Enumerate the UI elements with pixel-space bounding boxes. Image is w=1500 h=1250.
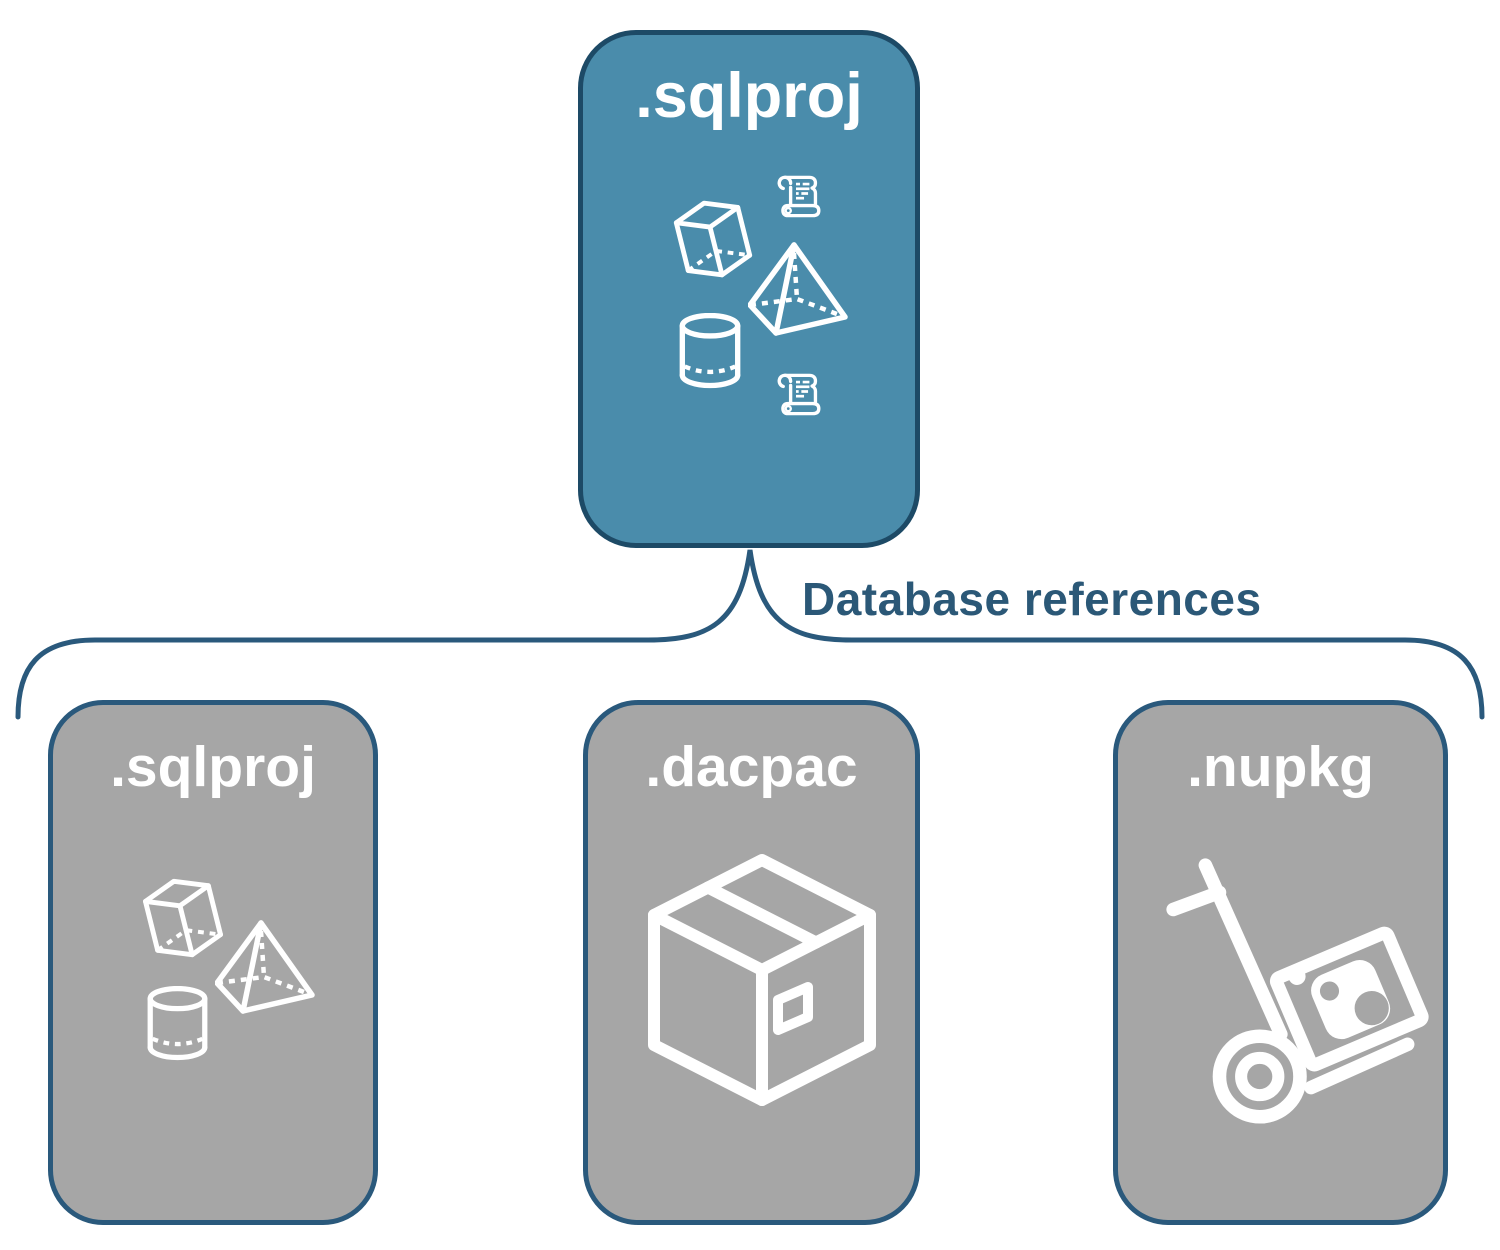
- script-scroll-icon: [771, 368, 825, 419]
- node-title: .sqlproj: [635, 61, 863, 131]
- database-cylinder-icon: [144, 986, 211, 1061]
- package-box-icon: [642, 848, 882, 1123]
- hand-truck-nuget-package-icon: [1143, 843, 1465, 1145]
- cube-icon: [669, 193, 757, 285]
- node-root-sqlproj: .sqlproj: [578, 30, 920, 548]
- node-child-sqlproj: .sqlproj: [48, 700, 378, 1225]
- node-title: .dacpac: [645, 735, 858, 799]
- database-cylinder-icon: [676, 313, 744, 389]
- pyramid-icon: [215, 919, 315, 1015]
- connector-label: Database references: [802, 573, 1262, 625]
- script-scroll-icon: [771, 170, 825, 221]
- pyramid-icon: [748, 241, 848, 337]
- node-child-nupkg: .nupkg: [1113, 700, 1448, 1225]
- node-title: .sqlproj: [110, 735, 316, 799]
- node-child-dacpac: .dacpac: [583, 700, 920, 1225]
- node-title: .nupkg: [1187, 735, 1374, 799]
